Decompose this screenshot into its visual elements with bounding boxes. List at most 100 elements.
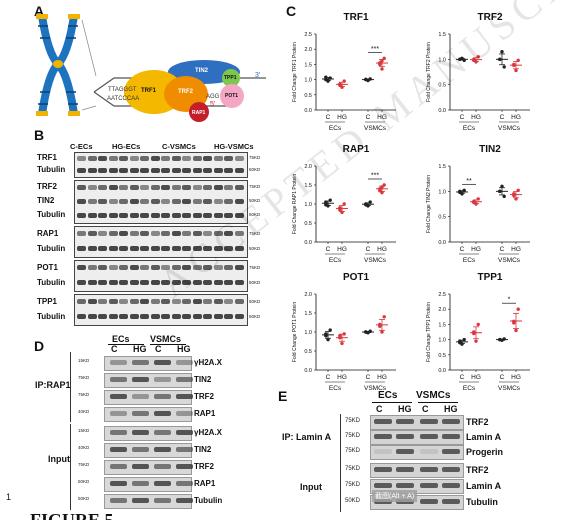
blot-band (171, 184, 181, 190)
y-tick-label: 1.0 (438, 57, 446, 63)
blot-band (98, 184, 107, 190)
data-point (364, 77, 368, 81)
blot-band (77, 167, 86, 173)
x-tick-label: C (460, 114, 465, 121)
blot-band (192, 314, 202, 319)
x-tick-label: C (326, 374, 331, 381)
blot-row-label: Tubulin (37, 277, 66, 287)
blot-band (203, 246, 212, 251)
y-tick-label: 2.0 (304, 164, 312, 170)
blot-band (213, 184, 223, 190)
y-tick-label: 1.5 (304, 183, 312, 189)
data-point (476, 197, 480, 201)
rap1-protein (189, 102, 209, 122)
mw-marker: 75KD (78, 462, 90, 467)
x-tick-label: C (366, 114, 371, 121)
blot-strip (370, 430, 464, 445)
blot-band (176, 498, 193, 503)
data-point (458, 340, 462, 345)
blot-band (224, 299, 233, 304)
blot-band (420, 467, 438, 472)
group-header: ECs (112, 334, 130, 344)
blot-band (203, 231, 212, 236)
data-point (474, 339, 478, 343)
blot-band (87, 155, 97, 161)
input-section-label: Input (300, 482, 322, 492)
rap1-label: RAP1 (192, 110, 206, 116)
blot-band (234, 212, 244, 218)
data-point (472, 58, 476, 63)
data-point (502, 65, 506, 69)
data-point (380, 330, 384, 334)
blot-band (98, 155, 107, 161)
y-tick-label: 1.0 (438, 338, 446, 344)
blot-band (154, 394, 171, 399)
blot-group-header: C-VSMCs (162, 142, 196, 151)
blot-band (213, 280, 223, 285)
blot-band (129, 212, 139, 218)
lane-label: C (376, 404, 383, 414)
mw-marker: 75KD (345, 466, 361, 472)
blot-band (396, 467, 414, 472)
blot-band (150, 299, 160, 304)
blot-row-label: Lamin A (466, 432, 502, 442)
data-point (328, 76, 332, 80)
seq-right-label: AGG (206, 94, 220, 100)
x-tick-label: HG (337, 114, 347, 121)
blot-band (77, 265, 86, 270)
section-brace (340, 462, 341, 512)
x-tick-label: C (460, 374, 465, 381)
blot-band (182, 246, 191, 251)
mw-marker: 15KD (78, 358, 90, 363)
significance-stars: *** (371, 46, 379, 53)
y-tick-label: 0.5 (438, 83, 446, 89)
section-brace (70, 424, 71, 510)
blot-band (182, 184, 191, 190)
blot-band (119, 198, 128, 204)
y-tick-label: 1.0 (438, 189, 446, 195)
data-point (368, 200, 372, 204)
blot-band (213, 246, 223, 251)
blot-band (234, 299, 244, 304)
blot-row-label: Tubulin (37, 243, 66, 253)
data-point (472, 200, 476, 205)
blot-band (150, 212, 160, 218)
x-group-label: ECs (463, 385, 476, 392)
data-point (380, 67, 384, 71)
blot-band (132, 498, 149, 503)
section-brace (340, 414, 341, 462)
blot-row-label: Tubulin (466, 497, 498, 507)
y-tick-label: 1.0 (304, 202, 312, 208)
blot-band (129, 198, 139, 204)
blot-band (396, 434, 414, 439)
blot-strip (370, 445, 464, 460)
data-point (364, 203, 368, 207)
y-axis-label: Fold Change TRF2 Protein (426, 42, 432, 102)
blot-band (234, 184, 244, 190)
chart-title: RAP1 (343, 144, 370, 155)
significance-stars: ** (466, 178, 472, 185)
data-point (378, 324, 382, 328)
y-tick-label: 1.5 (438, 32, 446, 38)
mw-marker: 75KD (345, 448, 361, 454)
data-point (378, 62, 382, 67)
mw-marker: 50KD (249, 212, 261, 217)
blot-band (108, 299, 118, 304)
y-tick-label: 2.0 (304, 292, 312, 298)
blot-band (234, 314, 244, 319)
blot-band (161, 212, 170, 218)
blot-band (154, 430, 171, 435)
lane-label: C (111, 344, 118, 354)
blot-band (140, 231, 149, 236)
x-group-label: VSMCs (498, 385, 521, 392)
data-point (338, 208, 342, 212)
figure-caption: FIGURE 5 (30, 510, 114, 520)
y-tick-label: 2.5 (304, 32, 312, 38)
y-axis-label: Fold Change RAP1 Protein (292, 174, 298, 235)
blot-band (154, 411, 171, 416)
blot-band (140, 155, 149, 161)
blot-band (396, 483, 414, 488)
blot-band (108, 184, 118, 190)
x-tick-label: C (460, 246, 465, 253)
y-tick-label: 0.5 (438, 353, 446, 359)
